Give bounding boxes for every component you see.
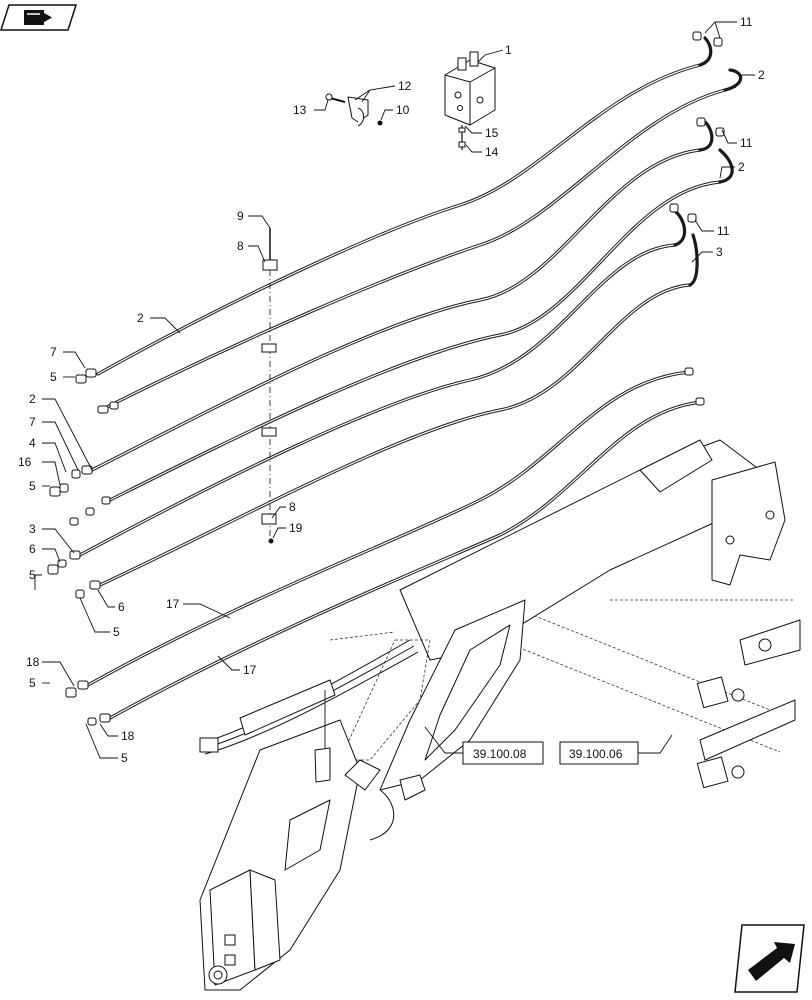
callout-8: 8 xyxy=(289,500,296,514)
callout-16: 16 xyxy=(18,455,32,469)
callout-7: 7 xyxy=(29,415,36,429)
callout-5: 5 xyxy=(113,625,120,639)
callout-11: 11 xyxy=(740,15,753,29)
callout-2: 2 xyxy=(738,160,745,174)
book-arrow-icon[interactable] xyxy=(0,4,78,31)
machine-frame xyxy=(199,439,801,991)
next-page-arrow-icon[interactable] xyxy=(734,924,805,993)
valve-block xyxy=(444,51,496,150)
bracket-clamp xyxy=(325,93,383,127)
callout-2: 2 xyxy=(137,311,144,325)
callout-4: 4 xyxy=(29,436,36,450)
callout-11: 11 xyxy=(717,224,730,238)
reference-link-39-100-08[interactable]: 39.100.08 xyxy=(462,741,544,765)
hose-fittings xyxy=(47,31,725,726)
callout-17: 17 xyxy=(166,597,180,611)
callout-15: 15 xyxy=(485,126,499,140)
reference-label: 39.100.06 xyxy=(569,747,623,761)
callout-19: 19 xyxy=(289,521,303,535)
callout-12: 12 xyxy=(398,79,412,93)
callout-8: 8 xyxy=(237,239,244,253)
callout-5: 5 xyxy=(29,676,36,690)
support-clips xyxy=(261,228,278,544)
callout-6: 6 xyxy=(29,542,36,556)
callout-1: 1 xyxy=(505,43,512,57)
callout-18: 18 xyxy=(26,655,40,669)
callout-5: 5 xyxy=(29,568,36,582)
callout-7: 7 xyxy=(50,345,57,359)
callout-17: 17 xyxy=(243,663,257,677)
callout-5: 5 xyxy=(29,479,36,493)
callout-14: 14 xyxy=(485,145,499,159)
callout-2: 2 xyxy=(758,68,765,82)
callout-11: 11 xyxy=(740,136,753,150)
callout-2: 2 xyxy=(29,392,36,406)
callout-13: 13 xyxy=(293,103,307,117)
callout-3: 3 xyxy=(716,245,723,259)
callout-5: 5 xyxy=(121,751,128,765)
callout-18: 18 xyxy=(121,729,135,743)
callout-6: 6 xyxy=(118,600,125,614)
hose-group xyxy=(78,36,743,720)
leader-lines xyxy=(34,21,755,759)
reference-label: 39.100.08 xyxy=(473,747,527,761)
reference-link-39-100-06[interactable]: 39.100.06 xyxy=(559,741,639,765)
callout-5: 5 xyxy=(50,370,57,384)
callout-labels: 1 11 2 11 2 11 3 12 13 10 15 14 9 8 2 7 … xyxy=(18,15,765,765)
callout-3: 3 xyxy=(29,522,36,536)
callout-10: 10 xyxy=(396,103,410,117)
callout-9: 9 xyxy=(237,209,244,223)
